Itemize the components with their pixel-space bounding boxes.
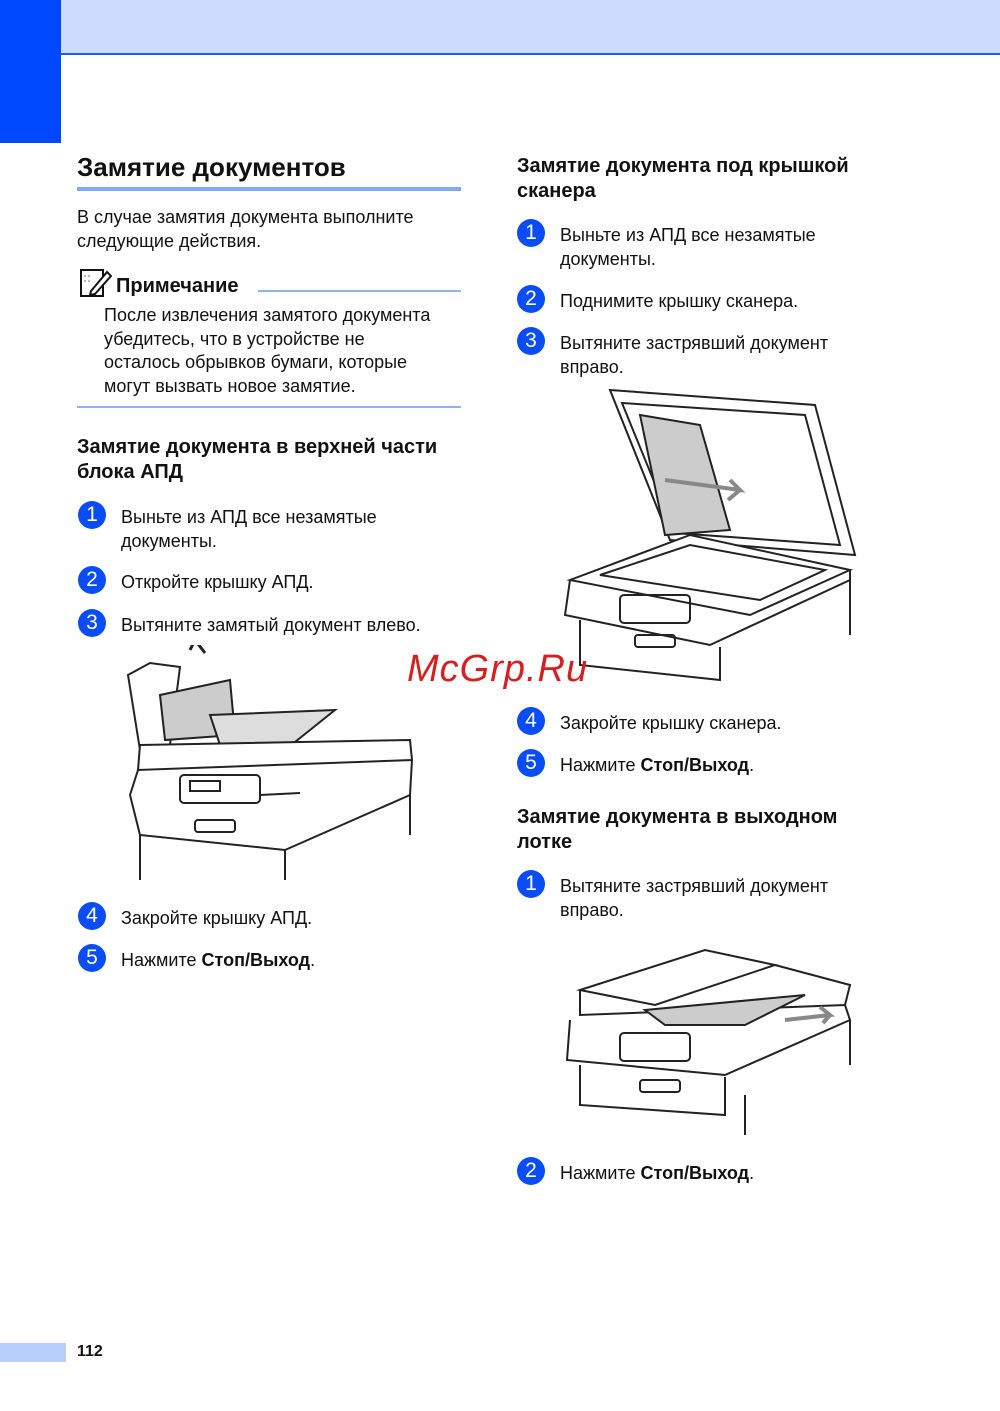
page-title: Замятие документов [77,152,346,182]
step-line: документы. [121,531,217,551]
step-line: вправо. [560,900,624,920]
step-text: Поднимите крышку сканера. [560,291,799,311]
note-label: Примечание [116,275,239,297]
step-line: Выньте из АПД все незамятые [121,507,377,527]
scanner-cover-jam-illustration [563,388,857,682]
button-name: Стоп/Выход [640,755,750,775]
heading-line: блока АПД [77,461,184,483]
step-text: Вытяните застрявший документ вправо. [560,331,828,379]
heading-line: Замятие документа в верхней части [77,436,438,458]
step-text: Нажмите Стоп/Выход. [121,948,315,972]
step-suffix: . [749,1163,755,1183]
step-number: 2 [78,566,106,594]
step-text: Вытяните застрявший документ вправо. [560,874,828,922]
step-text: Выньте из АПД все незамятые документы. [560,223,816,271]
title-rule [77,187,461,191]
step-text: Выньте из АПД все незамятые документы. [121,505,377,553]
step-text: Нажмите Стоп/Выход. [560,1161,754,1185]
intro-line: В случае замятия документа выполните [77,207,414,227]
step-number: 4 [517,707,545,735]
step-number: 5 [517,749,545,777]
note-body: После извлечения замятого документа убед… [104,304,430,398]
step-text: Нажмите Стоп/Выход. [560,753,754,777]
step-prefix: Нажмите [560,755,641,775]
intro-text: В случае замятия документа выполните сле… [77,206,414,253]
step-number: 2 [517,285,545,313]
footer-bar [0,1343,66,1362]
step-text: Закройте крышку сканера. [560,713,782,733]
page-number: 112 [77,1343,103,1360]
section-heading: Замятие документа в верхней части блока … [77,435,437,485]
step-line: документы. [560,249,656,269]
heading-line: Замятие документа под крышкой [517,155,849,177]
step-text: Закройте крышку АПД. [121,908,313,928]
note-rule [258,290,461,292]
heading-line: лотке [517,831,573,853]
step-number: 2 [517,1157,545,1185]
step-number: 5 [78,944,106,972]
step-number: 4 [78,902,106,930]
heading-line: Замятие документа в выходном [517,806,838,828]
note-line: После извлечения замятого документа [104,305,431,325]
button-name: Стоп/Выход [201,950,311,970]
step-number: 1 [78,501,106,529]
step-suffix: . [749,755,755,775]
section-heading: Замятие документа под крышкой сканера [517,154,849,204]
step-number: 1 [517,870,545,898]
step-number: 3 [517,327,545,355]
note-bottom-rule [77,406,461,408]
step-number: 3 [78,609,106,637]
note-line: осталось обрывков бумаги, которые [104,352,408,372]
step-suffix: . [310,950,316,970]
watermark: McGrp.Ru [407,648,589,690]
output-tray-jam-illustration [565,948,852,1135]
step-text: Вытяните замятый документ влево. [121,615,421,635]
adf-jam-illustration [126,645,414,880]
note-line: могут вызвать новое замятие. [104,375,356,396]
step-prefix: Нажмите [560,1163,641,1183]
button-name: Стоп/Выход [640,1163,750,1183]
note-line: убедитесь, что в устройстве не [104,328,365,349]
note-pencil-icon [80,269,112,297]
step-line: Вытяните застрявший документ [560,876,829,896]
step-line: Выньте из АПД все незамятые [560,225,816,245]
step-prefix: Нажмите [121,950,202,970]
step-line: Вытяните застрявший документ [560,333,829,353]
step-line: вправо. [560,357,624,377]
heading-line: сканера [517,180,596,202]
step-text: Откройте крышку АПД. [121,572,314,592]
intro-line: следующие действия. [77,230,262,251]
step-number: 1 [517,219,545,247]
chapter-tab [0,0,61,143]
section-heading: Замятие документа в выходном лотке [517,805,837,855]
header-band [61,0,1000,55]
